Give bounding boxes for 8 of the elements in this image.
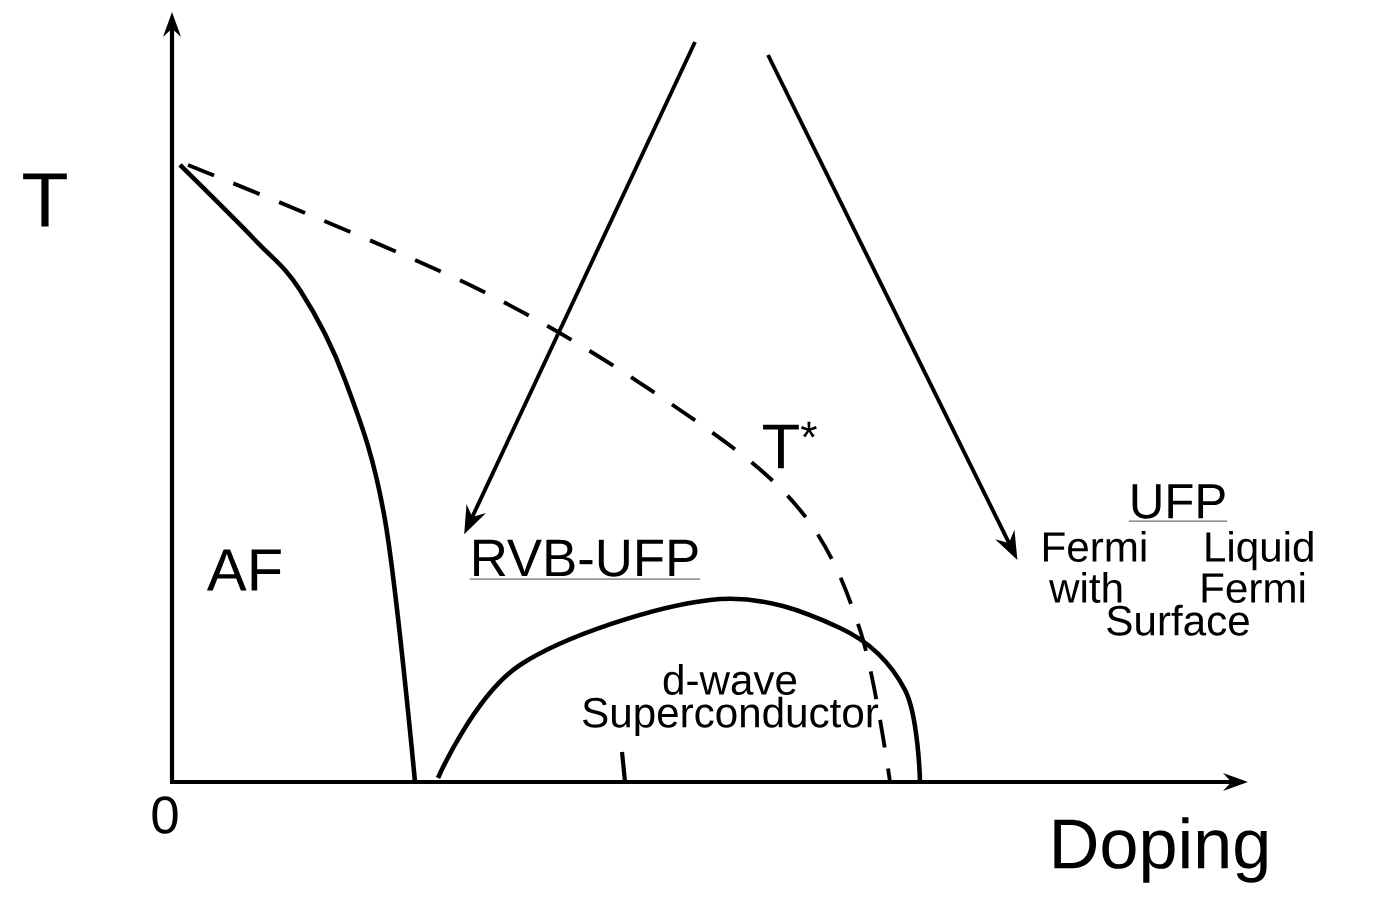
axis-label: Doping <box>1054 817 1267 883</box>
axis-label: 0 <box>152 796 178 834</box>
axis-label: T <box>23 173 67 227</box>
axis-label: T$^{*}$ <box>763 421 817 469</box>
region-label: UFP Fermi Liquid with Fermi Surface <box>1044 484 1313 636</box>
region-label: RVB-UFP <box>469 539 701 580</box>
axis-label: AF <box>206 549 281 591</box>
axis-label: d-wave Superconductor <box>583 663 879 737</box>
